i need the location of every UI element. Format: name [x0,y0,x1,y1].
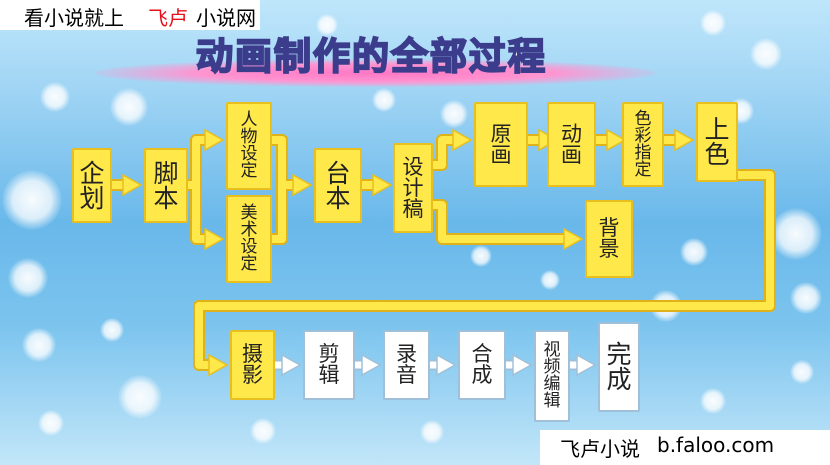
step-photography: 摄影 [230,330,275,400]
bokeh-light [680,238,708,266]
step-character-design: 人物设定 [226,102,272,190]
site-footer-watermark: 飞卢小说 b.faloo.com [540,430,830,465]
bokeh-light [38,410,64,436]
bokeh-light [420,420,444,444]
step-planning: 企划 [72,148,112,223]
step-label: 录音 [396,342,417,387]
watermark-text: 看小说就上 [24,6,124,30]
step-label: 合成 [471,342,493,387]
watermark-brand: 飞卢 [148,6,188,30]
bokeh-light [372,88,396,112]
bokeh-light [750,38,782,70]
step-label: 企划 [79,158,105,213]
step-label: 原画 [490,121,512,167]
bokeh-light [40,82,70,112]
site-watermark: 看小说就上 飞卢 小说网 [0,0,260,30]
footer-url: b.faloo.com [657,433,775,457]
bokeh-light [770,208,822,260]
bokeh-light [316,14,338,36]
step-art-design: 美术设定 [226,195,272,283]
step-label: 摄影 [242,342,263,387]
step-complete: 完成 [598,322,640,412]
footer-brand: 飞卢小说 [560,437,640,461]
step-script: 脚本 [144,148,188,223]
step-editing: 剪辑 [303,330,355,400]
bokeh-light [540,270,560,290]
bokeh-light [790,282,822,314]
step-animation: 动画 [547,102,596,187]
step-compositing: 合成 [458,330,506,400]
step-label: 背景 [598,216,620,261]
step-video-editing: 视频编辑 [534,330,570,422]
step-label: 动画 [561,121,582,167]
step-storyboard: 台本 [314,148,362,223]
bokeh-light [2,170,62,230]
step-label: 美术设定 [240,203,258,274]
watermark-text-suffix: 小说网 [196,6,256,30]
step-label: 脚本 [153,158,179,213]
bokeh-light [100,318,124,342]
step-key-animation: 原画 [474,102,528,187]
step-recording: 录音 [383,330,430,400]
step-layout: 设计稿 [393,143,433,233]
step-coloring: 上色 [696,102,738,182]
bokeh-light [8,258,48,298]
step-label: 视频编辑 [543,340,561,411]
bokeh-light [110,88,148,126]
step-label: 人物设定 [240,110,258,181]
step-label: 剪辑 [318,342,340,387]
step-label: 上色 [704,115,730,169]
step-color-specification: 色彩指定 [622,102,664,187]
bokeh-light [700,10,726,36]
bokeh-light [700,388,726,414]
step-label: 台本 [325,158,351,213]
step-label: 设计稿 [402,154,424,221]
step-label: 色彩指定 [634,108,652,180]
step-background: 背景 [585,200,633,278]
bokeh-light [118,375,162,419]
bokeh-light [790,360,814,384]
step-label: 完成 [606,340,632,394]
bokeh-light [440,100,468,128]
bokeh-light [250,418,276,444]
bokeh-light [470,245,492,267]
bokeh-light [22,328,56,362]
diagram-title: 动画制作的全部过程 [195,34,547,79]
title-highlight [95,59,655,87]
